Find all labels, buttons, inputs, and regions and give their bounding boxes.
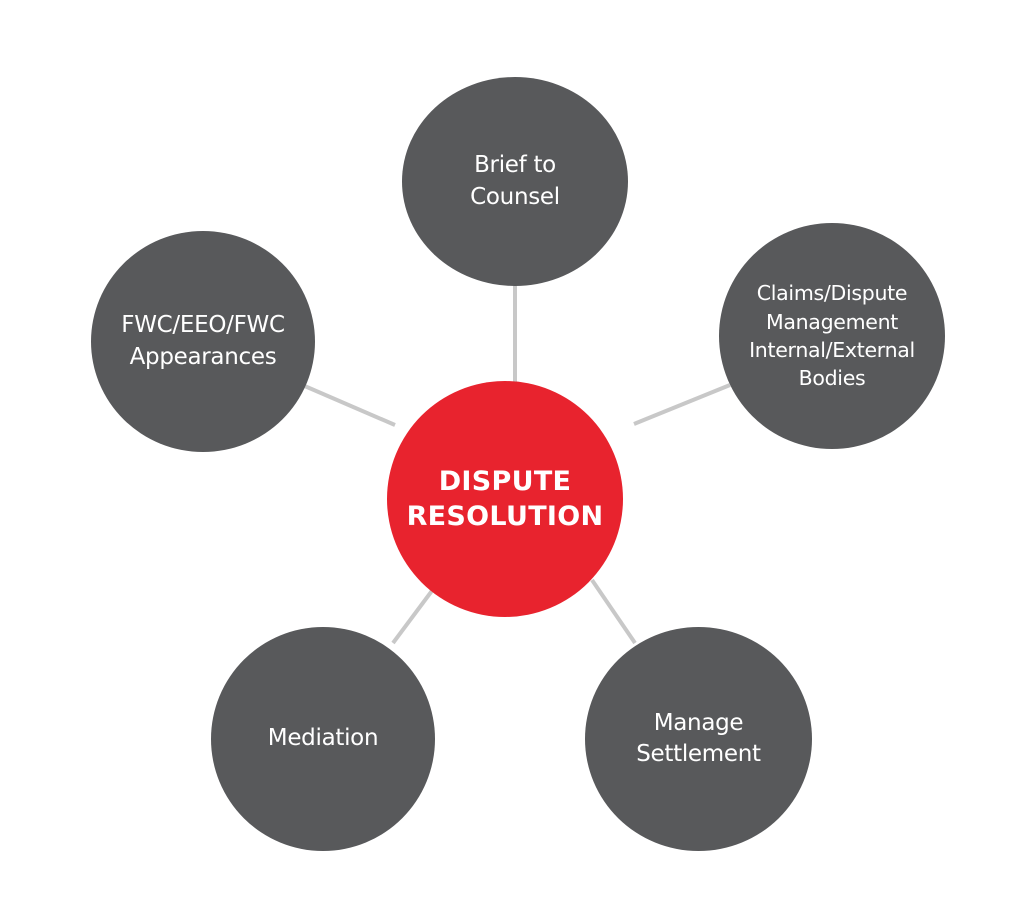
node-label: Manage Settlement xyxy=(636,709,761,767)
node-manage-settlement: Manage Settlement xyxy=(585,627,812,851)
node-brief-to-counsel: Brief to Counsel xyxy=(402,77,628,286)
node-label: FWC/EEO/FWC Appearances xyxy=(121,312,285,370)
center-label: DISPUTE RESOLUTION xyxy=(406,465,604,532)
connector-fwc xyxy=(299,382,396,427)
node-label: Mediation xyxy=(267,725,379,752)
connector-settlement xyxy=(590,578,637,645)
node-fwc-appearances: FWC/EEO/FWC Appearances xyxy=(91,231,315,452)
node-mediation: Mediation xyxy=(211,627,435,851)
node-label: Brief to Counsel xyxy=(470,152,560,210)
node-claims-dispute-management: Claims/Dispute Management Internal/Exter… xyxy=(719,223,945,449)
connector-claims xyxy=(633,383,731,426)
node-label: Claims/Dispute Management Internal/Exter… xyxy=(749,281,915,391)
node-dispute-resolution-center: DISPUTE RESOLUTION xyxy=(387,381,623,617)
